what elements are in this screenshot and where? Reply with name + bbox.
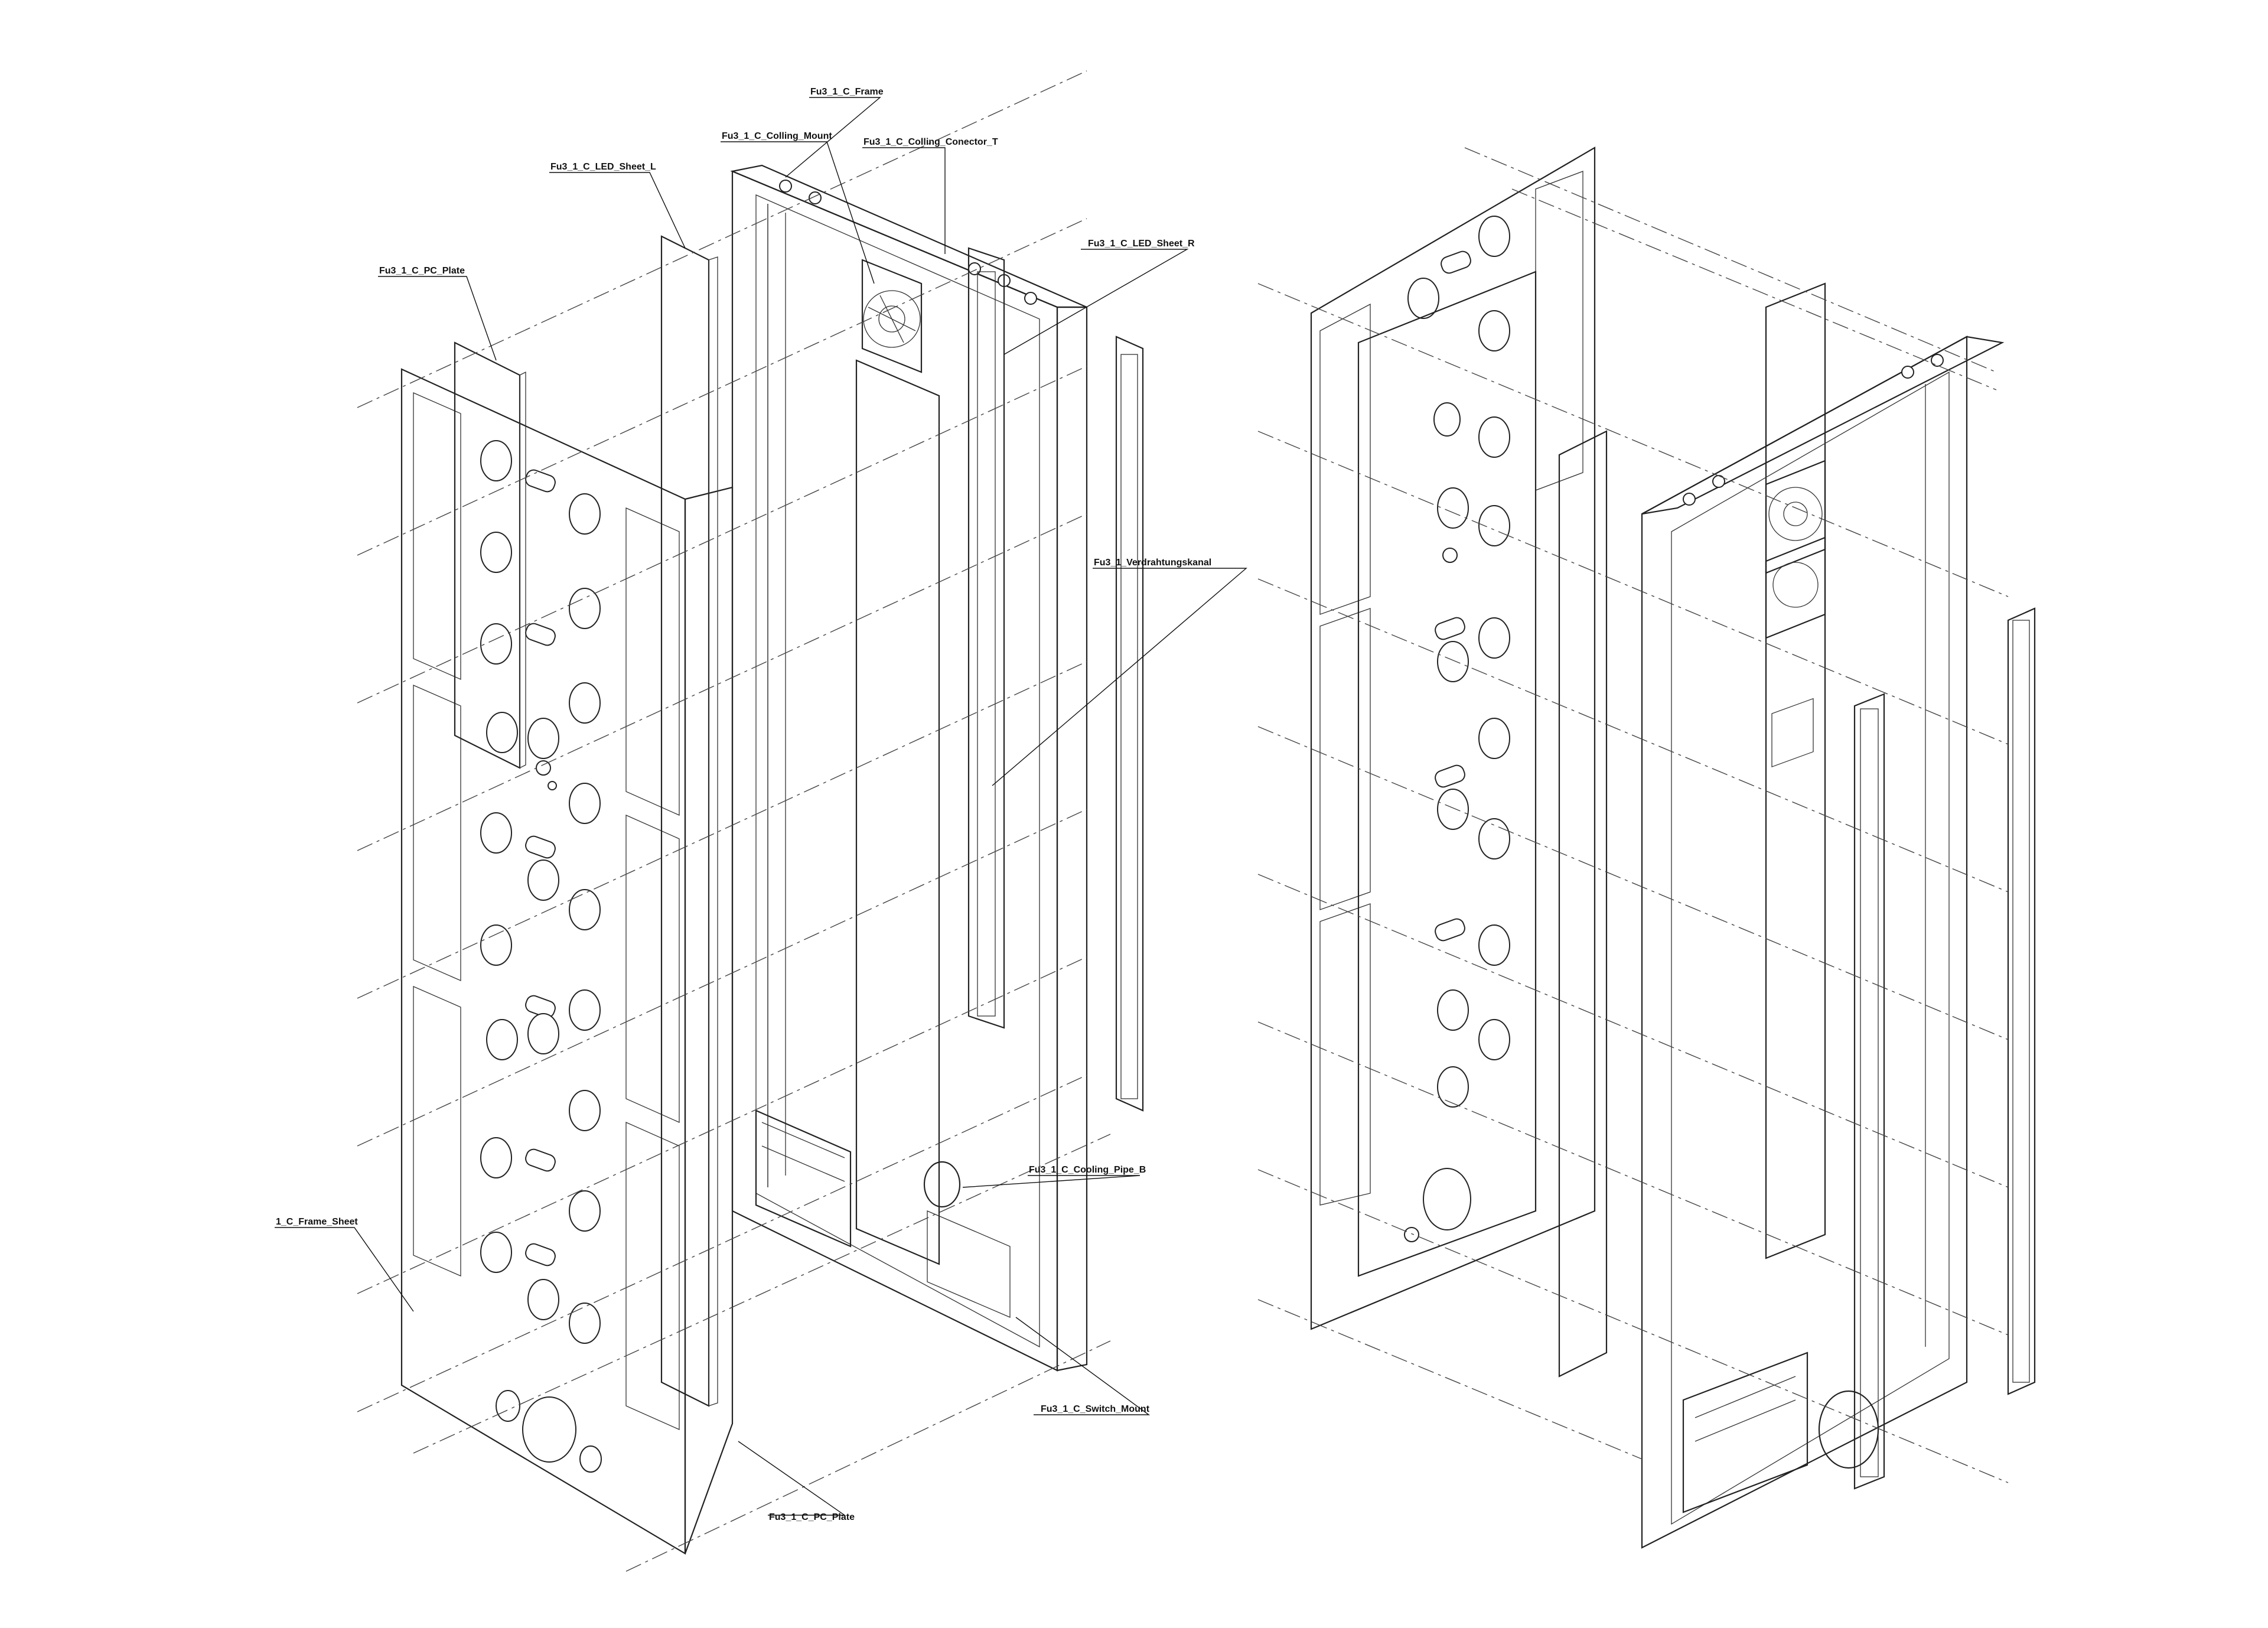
right-assembly-axes [1257, 147, 2009, 1483]
rear-cooling-mount [1765, 460, 1826, 639]
rear-frame-sheet [1310, 146, 1596, 1330]
pc-plate-inner [855, 359, 940, 1265]
rear-led-strip [1853, 693, 1885, 1490]
label-led-sheet-l: Fu3_1_C_LED_Sheet_L [550, 162, 656, 172]
label-pc-plate-bottom: Fu3_1_C_PC_Plate [769, 1512, 855, 1522]
label-frame-sheet: 1_C_Frame_Sheet [276, 1217, 358, 1227]
part-labels: Fu3_1_C_Frame Fu3_1_C_Colling_Mount Fu3_… [276, 87, 1211, 1522]
rear-switch-mount [1682, 698, 1879, 1513]
label-frame: Fu3_1_C_Frame [810, 87, 884, 97]
panel-holes [480, 440, 602, 1473]
cooling-pipe [923, 1161, 961, 1208]
right-assembly [1257, 146, 2036, 1549]
label-colling-mount: Fu3_1_C_Colling_Mount [722, 131, 832, 141]
label-switch-mount: Fu3_1_C_Switch_Mount [1041, 1404, 1150, 1414]
led-sheet-left [660, 235, 718, 1407]
label-cooling-pipe: Fu3_1_C_Cooling_Pipe_B [1029, 1165, 1146, 1175]
label-led-sheet-r: Fu3_1_C_LED_Sheet_R [1088, 239, 1195, 249]
pc-plate-top [454, 341, 526, 769]
perforated-panel [1357, 271, 1537, 1277]
led-sheet-right [967, 247, 1005, 1029]
label-verdrahtungskanal: Fu3_1_Verdrahtungskanal [1094, 558, 1211, 568]
rear-wiring-duct [2007, 607, 2036, 1395]
label-colling-conector: Fu3_1_C_Colling_Conector_T [863, 137, 998, 147]
label-pc-plate-top: Fu3_1_C_PC_Plate [379, 266, 465, 276]
cooling-mount [861, 259, 923, 373]
rear-main-frame [1641, 336, 2005, 1549]
wiring-duct [1115, 336, 1144, 1112]
left-assembly-axes [357, 70, 1111, 1572]
frame-sheet-panel [400, 368, 734, 1555]
left-assembly [357, 70, 1144, 1572]
switch-mount [755, 1109, 1011, 1318]
side-panel-a [1558, 430, 1608, 1378]
main-frame [730, 164, 1088, 1372]
leader-lines [275, 97, 1247, 1516]
